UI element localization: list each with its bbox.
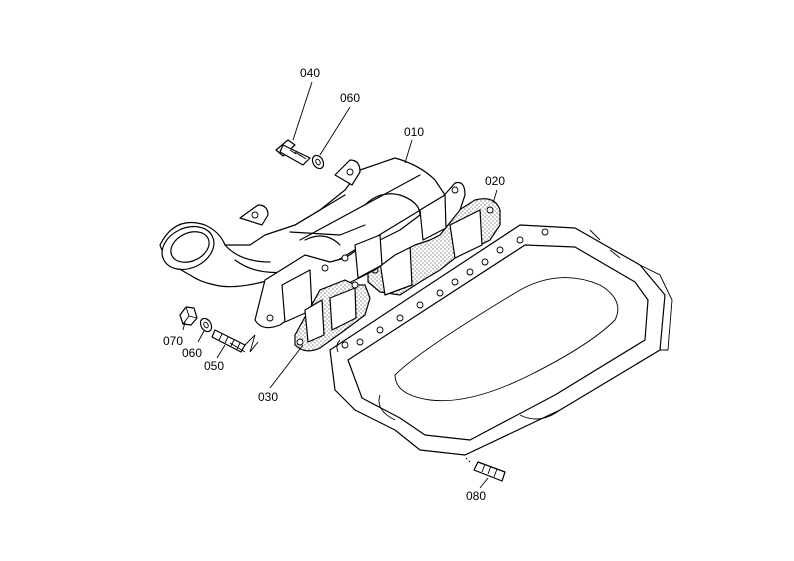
label-040: 040 [300,66,320,80]
exhaust-manifold-010[interactable] [155,157,466,329]
part-labels: 040 060 010 020 070 060 050 030 080 [163,66,505,503]
stud-080[interactable] [465,457,506,482]
label-080: 080 [466,489,486,503]
leader-lines [182,81,498,489]
cylinder-head [329,224,673,456]
stud-050[interactable] [211,329,259,353]
nut-070[interactable] [179,306,198,326]
washer-060-upper[interactable] [310,153,326,170]
label-030: 030 [258,390,278,404]
gasket-030[interactable] [294,279,371,352]
label-070: 070 [163,334,183,348]
label-020: 020 [485,174,505,188]
washer-060-lower[interactable] [198,316,214,333]
label-060-upper: 060 [340,91,360,105]
label-010: 010 [404,125,424,139]
label-060-lower: 060 [182,346,202,360]
bolt-040[interactable] [275,139,311,166]
label-050: 050 [204,359,224,373]
